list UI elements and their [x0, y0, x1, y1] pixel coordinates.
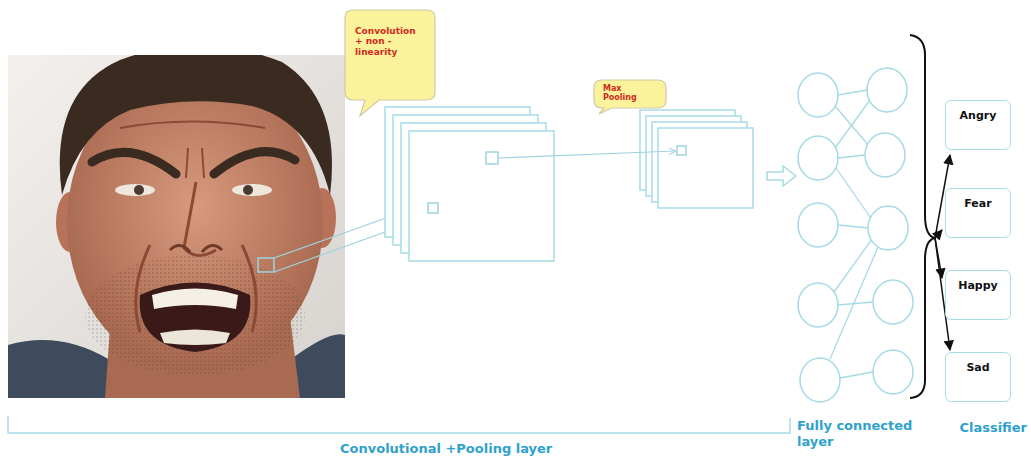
class-label: Fear — [952, 198, 1004, 211]
stubble — [85, 255, 305, 375]
curly-bracket — [910, 35, 935, 398]
callout-bubble: Convolution + non - linearity — [345, 10, 435, 100]
class-label: Sad — [952, 362, 1004, 375]
mouth — [140, 283, 251, 353]
feature-cell — [428, 203, 438, 213]
eye — [115, 184, 155, 196]
pooled-cell — [677, 146, 686, 155]
bubble-shape — [345, 10, 435, 116]
frown-lines — [120, 122, 265, 179]
bubble-shape — [594, 80, 666, 114]
fc-neurons — [798, 68, 913, 402]
callout-text: Convolution + non - linearity — [355, 26, 423, 57]
pooling-arrow — [498, 151, 675, 158]
iris — [243, 185, 253, 195]
flatten-arrow — [767, 166, 796, 186]
nostrils — [170, 245, 222, 252]
class-box: Angry — [945, 100, 1011, 150]
receptive-field — [258, 258, 274, 272]
class-box: Fear — [945, 188, 1011, 238]
eyebrow — [214, 152, 295, 174]
classifier-arrows — [935, 155, 950, 350]
hair — [60, 55, 332, 195]
layer-label: Classifier — [959, 420, 1027, 436]
class-label: Angry — [952, 110, 1004, 123]
class-box: Happy — [945, 270, 1011, 320]
pooled-maps — [640, 110, 753, 208]
layer-label: Fully connected layer — [797, 418, 923, 449]
feature-maps — [385, 107, 554, 261]
feature-cell — [486, 152, 498, 164]
lower-teeth — [160, 330, 230, 346]
iris — [134, 185, 144, 195]
face-photo — [8, 55, 345, 398]
callout-text: Max Pooling — [603, 84, 649, 102]
class-label: Happy — [952, 280, 1004, 293]
upper-teeth — [152, 289, 238, 310]
layer-label: Convolutional +Pooling layer — [340, 441, 552, 457]
span-bracket — [8, 416, 790, 433]
class-box: Sad — [945, 352, 1011, 402]
eyebrow — [92, 152, 176, 174]
callout-bubble: Max Pooling — [594, 80, 666, 108]
eye — [232, 184, 272, 196]
